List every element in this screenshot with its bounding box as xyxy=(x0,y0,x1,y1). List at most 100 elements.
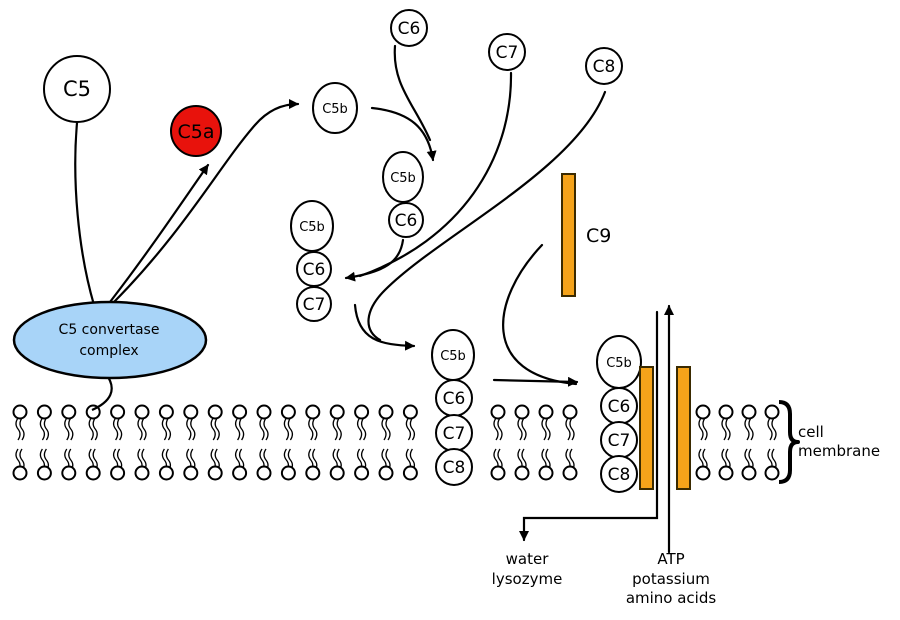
svg-text:C6: C6 xyxy=(608,397,631,417)
lipid-head xyxy=(280,404,296,420)
lipid-tail xyxy=(64,417,74,472)
lipid-head xyxy=(158,404,174,420)
lipid-tail xyxy=(186,417,196,472)
svg-text:C8: C8 xyxy=(608,465,631,485)
lipid-head xyxy=(280,465,296,481)
lipid-head xyxy=(36,465,52,481)
lipid-head xyxy=(718,404,734,420)
lipid-head xyxy=(305,465,321,481)
lipid-head xyxy=(695,404,711,420)
lipid-tail xyxy=(112,417,123,472)
lipid-head xyxy=(134,404,150,420)
arrow-c9-to-pore xyxy=(502,243,578,386)
lipid-tail xyxy=(259,417,269,472)
complex-c5b-c6-c7: C5b C6 C7 xyxy=(290,200,334,322)
lipid-tail xyxy=(210,417,220,472)
lipid-head xyxy=(354,465,370,481)
lipid-head xyxy=(695,465,711,481)
lipid-head xyxy=(490,465,506,481)
c5-convertase-complex: C5 convertase complex xyxy=(12,300,208,412)
svg-text:C5b: C5b xyxy=(299,220,325,235)
efflux-label: water lysozyme xyxy=(492,550,563,588)
molecule-c7: C7 xyxy=(488,33,526,71)
svg-text:C6: C6 xyxy=(398,19,421,39)
complex-c5b-c6: C5b C6 xyxy=(382,151,424,238)
lipid-head xyxy=(232,404,248,420)
lipid-head xyxy=(402,465,418,481)
arrow-to-c5a xyxy=(108,163,210,304)
svg-text:C7: C7 xyxy=(496,43,519,63)
lipid-tail xyxy=(381,417,391,472)
convertase-label-line1: C5 convertase xyxy=(59,322,160,338)
lipid-head xyxy=(183,404,199,420)
svg-text:C5a: C5a xyxy=(178,121,215,143)
svg-text:C5b: C5b xyxy=(440,349,466,364)
svg-text:C5b: C5b xyxy=(606,356,632,371)
arrow-c5b67-to-c5b678 xyxy=(353,303,416,351)
lipid-head xyxy=(490,404,506,420)
lipid-head xyxy=(402,404,418,420)
lipid-tail xyxy=(137,417,147,472)
svg-text:C8: C8 xyxy=(443,458,466,478)
svg-text:C6: C6 xyxy=(303,260,326,280)
lipid-head xyxy=(110,465,126,481)
svg-text:C6: C6 xyxy=(395,211,418,231)
efflux-arrow xyxy=(519,310,659,542)
lipid-tail xyxy=(721,417,731,472)
lipid-head xyxy=(158,465,174,481)
lipid-head xyxy=(36,404,52,420)
lipid-tail xyxy=(39,417,50,472)
arrow-c5b-to-c5b6 xyxy=(370,106,437,162)
svg-text:C6: C6 xyxy=(443,389,466,409)
lipid-head xyxy=(764,465,780,481)
lipid-head xyxy=(232,465,248,481)
svg-text:C7: C7 xyxy=(443,424,466,444)
complex-c5b-c6-c7-c8: C5b C6 C7 C8 xyxy=(431,329,475,486)
lipid-head xyxy=(741,404,757,420)
lipid-tail xyxy=(767,417,777,472)
svg-text:potassium: potassium xyxy=(632,570,710,588)
molecule-c9: C9 xyxy=(561,173,611,297)
molecule-c6: C6 xyxy=(390,9,428,47)
arrow-c7-to-c5b67 xyxy=(358,71,513,278)
svg-text:C9: C9 xyxy=(586,225,611,247)
svg-text:C5b: C5b xyxy=(390,171,416,186)
lipid-tail xyxy=(698,417,708,472)
cell-membrane-bilayer xyxy=(12,404,780,481)
lipid-tail xyxy=(405,417,416,472)
lipid-head xyxy=(329,404,345,420)
pore-c9-left xyxy=(639,366,654,490)
lipid-tail xyxy=(332,417,342,472)
molecule-c5a: C5a xyxy=(170,105,222,157)
svg-text:amino acids: amino acids xyxy=(626,589,717,607)
lipid-head xyxy=(256,465,272,481)
lipid-tail xyxy=(744,417,754,472)
svg-text:C5: C5 xyxy=(63,77,91,101)
lipid-tail xyxy=(283,417,294,472)
lipid-tail xyxy=(541,417,551,472)
membrane-attack-complex: C5b C6 C7 C8 xyxy=(596,335,691,493)
membrane-label-line1: cell xyxy=(798,423,824,441)
lipid-tail xyxy=(565,417,575,472)
lipid-tail xyxy=(493,417,503,472)
lipid-tail xyxy=(234,417,245,472)
lipid-head xyxy=(256,404,272,420)
lipid-head xyxy=(538,404,554,420)
membrane-brace xyxy=(778,400,800,484)
lipid-head xyxy=(61,465,77,481)
lipid-tail xyxy=(161,417,172,472)
lipid-head xyxy=(514,404,530,420)
membrane-label-line2: membrane xyxy=(798,442,880,460)
molecule-c5b: C5b xyxy=(312,82,358,134)
lipid-head xyxy=(110,404,126,420)
lipid-head xyxy=(378,404,394,420)
svg-text:C5b: C5b xyxy=(322,102,348,117)
lipid-tail xyxy=(308,417,318,472)
lipid-tail xyxy=(517,417,527,472)
lipid-head xyxy=(378,465,394,481)
svg-text:C7: C7 xyxy=(608,431,631,451)
flow-arrows xyxy=(74,44,674,554)
lipid-head xyxy=(207,404,223,420)
svg-text:ATP: ATP xyxy=(657,550,684,568)
